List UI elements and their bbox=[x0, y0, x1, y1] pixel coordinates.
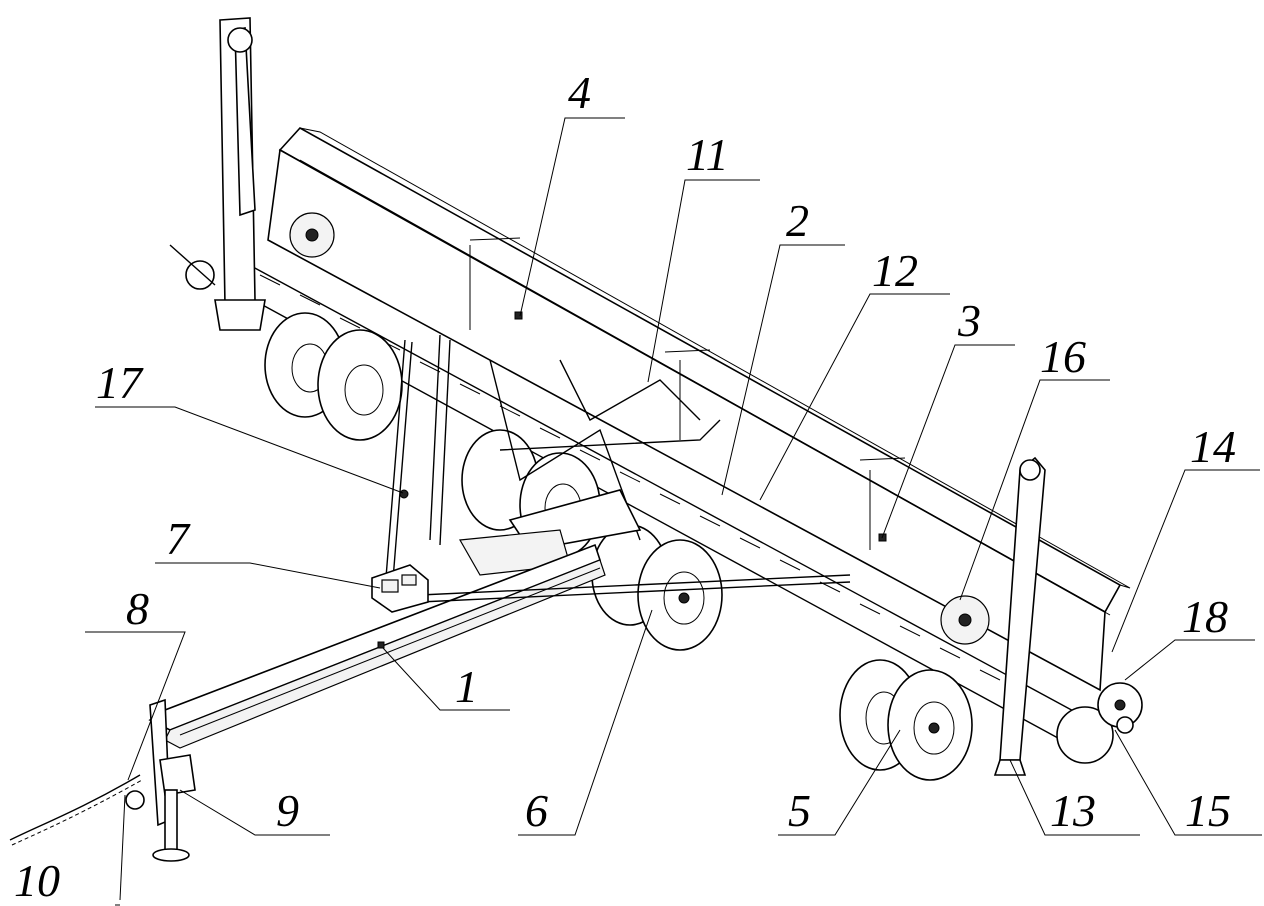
drawbar bbox=[148, 543, 851, 749]
right-marker-arm bbox=[940, 456, 1143, 776]
seed-hopper bbox=[267, 126, 1131, 692]
callout-2: 2 bbox=[786, 195, 809, 246]
callout-18: 18 bbox=[1182, 591, 1228, 642]
callout-11: 11 bbox=[686, 129, 729, 180]
lift-frame bbox=[384, 334, 721, 593]
callout-12: 12 bbox=[872, 245, 918, 296]
wheels-left bbox=[264, 312, 403, 441]
callout-17: 17 bbox=[96, 357, 142, 408]
callout-13: 13 bbox=[1050, 785, 1096, 836]
callout-7: 7 bbox=[166, 513, 189, 564]
callout-5: 5 bbox=[788, 785, 811, 836]
callout-8: 8 bbox=[126, 583, 149, 634]
callout-6: 6 bbox=[525, 785, 548, 836]
callout-15: 15 bbox=[1185, 785, 1231, 836]
callout-16: 16 bbox=[1040, 331, 1086, 382]
hopper-lids bbox=[469, 237, 906, 461]
leader-lines bbox=[85, 117, 1262, 906]
callout-4: 4 bbox=[568, 67, 591, 118]
left-marker-arm bbox=[169, 17, 335, 331]
hitch-block bbox=[371, 564, 429, 613]
callout-1: 1 bbox=[455, 661, 478, 712]
callout-3: 3 bbox=[958, 295, 981, 346]
callout-10: 10 bbox=[14, 855, 60, 906]
callout-9: 9 bbox=[276, 785, 299, 836]
wheels-center bbox=[591, 524, 723, 651]
callout-14: 14 bbox=[1190, 421, 1236, 472]
wheels-right bbox=[839, 659, 973, 781]
hitch-and-jack bbox=[9, 698, 196, 901]
